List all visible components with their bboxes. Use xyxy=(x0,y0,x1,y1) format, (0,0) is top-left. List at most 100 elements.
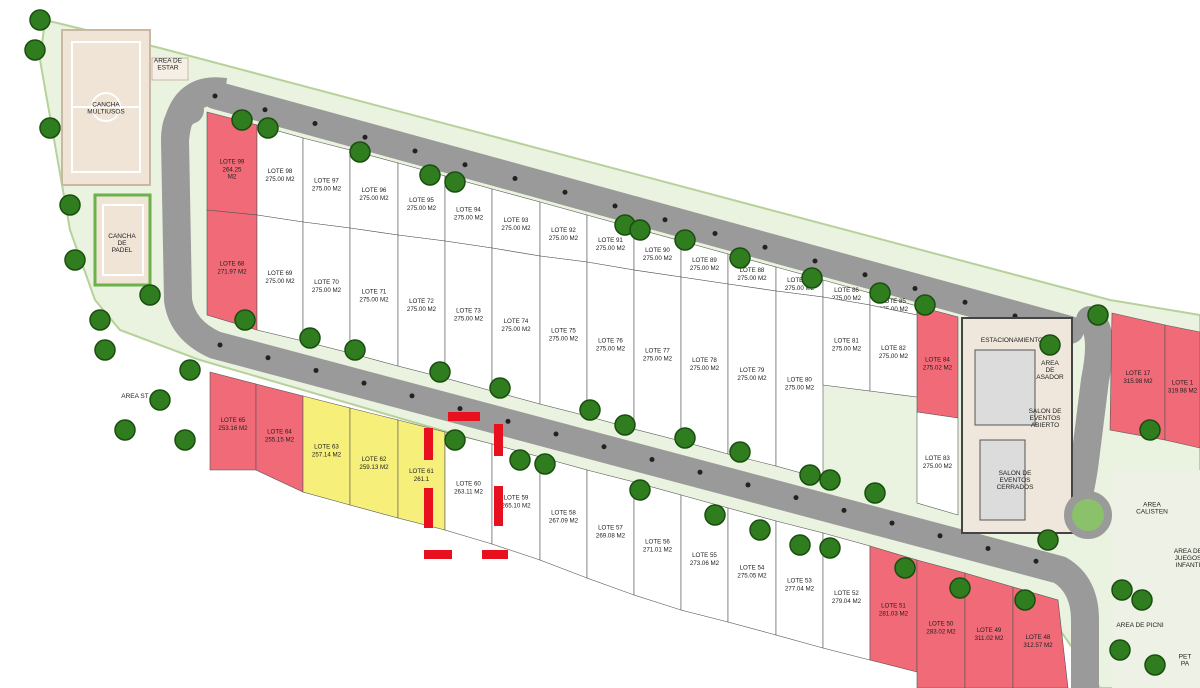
lot-number: LOTE 86 xyxy=(834,287,859,294)
lot-number: LOTE 79 xyxy=(740,367,765,374)
lot-number: LOTE 68 xyxy=(220,261,245,268)
road-marker xyxy=(512,176,518,181)
tree-icon xyxy=(39,117,61,139)
lot-number: LOTE 70 xyxy=(314,279,339,286)
tree-icon xyxy=(729,441,751,463)
lot-number: LOTE 98 xyxy=(268,168,293,175)
tree-icon xyxy=(509,449,531,471)
lot-number: LOTE 62 xyxy=(362,456,387,463)
selected-lot-marker xyxy=(424,412,508,559)
tree-icon xyxy=(1037,529,1059,551)
lot-area: 275.00 M2 xyxy=(265,176,295,183)
lot-area: 275.00 M2 xyxy=(643,355,673,362)
lot-number: LOTE 17 xyxy=(1126,370,1151,377)
tree-icon xyxy=(1139,419,1161,441)
lot-area: 275.00 M2 xyxy=(454,316,484,323)
tree-icon xyxy=(614,414,636,436)
road-marker xyxy=(745,482,751,488)
lot-area: 311.02 M2 xyxy=(975,635,1004,642)
tree-icon xyxy=(1039,334,1061,356)
lot-number: LOTE 54 xyxy=(740,565,765,572)
lot-number: LOTE 77 xyxy=(645,347,670,354)
tree-icon xyxy=(139,284,161,306)
lot-number: LOTE 97 xyxy=(314,178,339,185)
lot-number: LOTE 99 xyxy=(220,159,245,166)
trees-layer xyxy=(24,9,1166,676)
road-marker xyxy=(265,355,271,361)
tree-icon xyxy=(869,282,891,304)
lot-number: LOTE 59 xyxy=(504,494,529,501)
lot-number: LOTE 48 xyxy=(1026,634,1051,641)
lot-area: 259.13 M2 xyxy=(359,464,389,471)
tree-icon xyxy=(914,294,936,316)
lot-number: LOTE 57 xyxy=(598,524,623,531)
tree-icon xyxy=(29,9,51,31)
road-marker xyxy=(412,148,418,154)
lot-area: 267.09 M2 xyxy=(549,517,579,524)
lot-number: LOTE 51 xyxy=(881,603,906,610)
tree-icon xyxy=(24,39,46,61)
tree-icon xyxy=(1131,589,1153,611)
tree-icon xyxy=(114,419,136,441)
road-marker xyxy=(912,286,918,291)
lot-number: LOTE 69 xyxy=(268,270,293,277)
road-marker xyxy=(601,444,607,450)
lot-number: LOTE 83 xyxy=(925,455,950,462)
lot-area: 275.00 M2 xyxy=(832,346,862,353)
lot-area: 275.00 M2 xyxy=(596,245,626,252)
lot-area: 275.00 M2 xyxy=(879,306,909,313)
lot-number: LOTE 71 xyxy=(362,289,387,296)
lot-area: 265.10 M2 xyxy=(501,502,531,509)
tree-icon xyxy=(179,359,201,381)
lot-number: LOTE 89 xyxy=(692,257,717,264)
road-marker xyxy=(985,546,991,552)
road-marker xyxy=(662,217,668,223)
tree-icon xyxy=(174,429,196,451)
lot-area: 283.02 M2 xyxy=(926,628,956,635)
lot-number: LOTE 76 xyxy=(598,337,623,344)
area-left-label: AREA ST xyxy=(121,393,148,400)
road-marker xyxy=(889,520,895,526)
lot-number: LOTE 49 xyxy=(977,627,1002,634)
lot-number: LOTE 65 xyxy=(221,417,246,424)
tree-icon xyxy=(1087,304,1109,326)
